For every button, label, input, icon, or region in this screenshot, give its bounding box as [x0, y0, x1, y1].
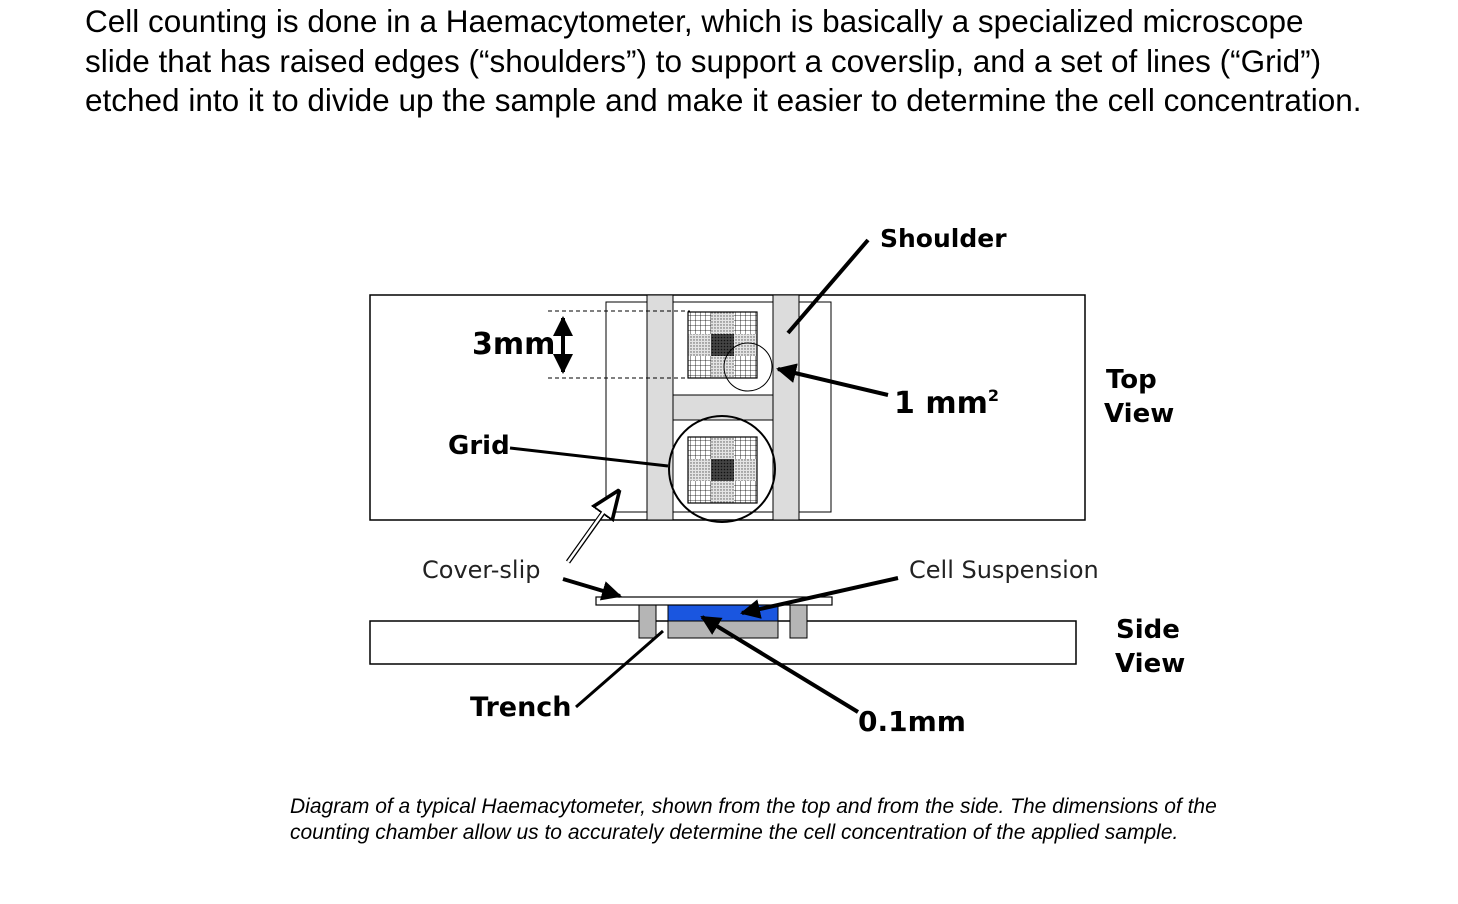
- label-view-side: View: [1115, 649, 1185, 679]
- cell-suspension-arrow: [740, 576, 899, 619]
- coverslip-arrow: [562, 577, 622, 601]
- label-cell-suspension: Cell Suspension: [909, 556, 1099, 584]
- shoulder-side-left: [638, 604, 657, 639]
- label-cover-slip: Cover-slip: [422, 556, 540, 584]
- grid-circle: [668, 415, 776, 523]
- coverslip-hollow-arrow-inner: [566, 499, 614, 563]
- coverslip-top-outline: [605, 301, 832, 513]
- label-1mm: 1 mm2: [894, 386, 999, 421]
- one-mm-square-highlight: [723, 342, 773, 392]
- grid-pointer: [509, 446, 669, 468]
- label-side: Side: [1116, 615, 1180, 645]
- shoulder-side-right: [789, 604, 808, 639]
- label-view-top: View: [1104, 399, 1174, 429]
- shoulder-right: [772, 294, 800, 521]
- label-shoulder: Shoulder: [880, 224, 1007, 253]
- top-view: [369, 238, 1086, 564]
- grid-lower: [668, 415, 776, 523]
- label-1mm-superscript: 2: [988, 386, 999, 405]
- depth-arrow: [700, 615, 860, 714]
- coverslip-side: [595, 596, 833, 606]
- trench-pointer: [575, 629, 664, 709]
- label-trench: Trench: [470, 692, 572, 723]
- label-depth: 0.1mm: [858, 705, 966, 738]
- shoulder-left: [646, 294, 674, 521]
- shoulder-pointer: [786, 238, 870, 335]
- one-mm-arrow: [776, 363, 889, 397]
- label-grid: Grid: [448, 431, 510, 461]
- grid-upper: [687, 311, 773, 392]
- intro-paragraph: Cell counting is done in a Haemacytomete…: [85, 3, 1362, 118]
- side-view: [369, 576, 1077, 714]
- label-3mm: 3mm: [472, 327, 555, 362]
- figure-caption: Diagram of a typical Haemacytometer, sho…: [290, 795, 1217, 844]
- label-top: Top: [1106, 365, 1157, 395]
